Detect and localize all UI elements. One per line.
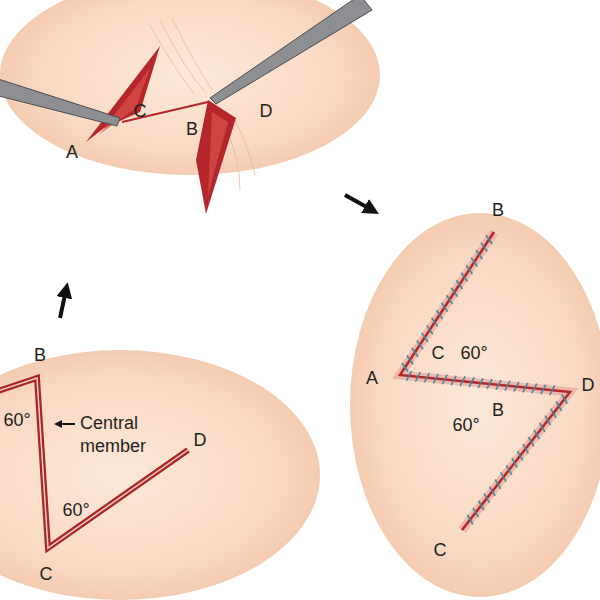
suture bbox=[442, 375, 447, 385]
suture bbox=[424, 373, 429, 383]
suture bbox=[461, 273, 467, 282]
point-label: C bbox=[434, 539, 447, 562]
suture bbox=[481, 243, 487, 252]
point-label: 60° bbox=[3, 409, 30, 432]
flap-wound bbox=[196, 100, 236, 214]
point-label: A bbox=[66, 141, 78, 164]
point-label: 60° bbox=[452, 414, 479, 437]
z-incision bbox=[0, 378, 188, 548]
suture bbox=[528, 437, 533, 446]
point-label: C bbox=[134, 100, 147, 123]
skin-area bbox=[0, 350, 320, 600]
suture bbox=[496, 380, 501, 390]
suture bbox=[523, 444, 528, 453]
suture bbox=[451, 376, 456, 386]
suture bbox=[562, 394, 567, 403]
step-arrow bbox=[60, 290, 66, 318]
point-label: D bbox=[582, 374, 595, 397]
suture bbox=[473, 508, 478, 517]
suture bbox=[550, 385, 555, 395]
point-label: B bbox=[492, 199, 504, 222]
suture bbox=[551, 409, 556, 418]
suture bbox=[512, 458, 517, 467]
suture bbox=[406, 371, 411, 381]
suture bbox=[412, 348, 418, 357]
suture bbox=[541, 385, 546, 395]
point-label: 60° bbox=[62, 499, 89, 522]
suture bbox=[486, 235, 492, 244]
point-label: C bbox=[40, 563, 53, 586]
point-label: D bbox=[260, 100, 273, 123]
skin-area bbox=[350, 213, 600, 597]
suture bbox=[490, 487, 495, 496]
point-label: C bbox=[432, 342, 445, 365]
suture bbox=[422, 333, 428, 342]
forceps bbox=[210, 0, 372, 104]
suture bbox=[466, 265, 472, 274]
leader-arrow bbox=[58, 423, 75, 425]
skin-area bbox=[0, 0, 380, 175]
step-arrow bbox=[345, 195, 372, 210]
suture bbox=[427, 325, 433, 334]
suture bbox=[532, 384, 537, 394]
suture bbox=[501, 472, 506, 481]
suture bbox=[479, 501, 484, 510]
suture bbox=[505, 381, 510, 391]
suture bbox=[441, 303, 447, 312]
suture bbox=[506, 465, 511, 474]
point-label: D bbox=[194, 429, 207, 452]
suture bbox=[476, 250, 482, 259]
point-label: B bbox=[492, 399, 504, 422]
suture bbox=[556, 402, 561, 411]
suture bbox=[417, 340, 423, 349]
suture bbox=[534, 430, 539, 439]
suture bbox=[432, 318, 438, 327]
suture bbox=[484, 494, 489, 503]
point-label: B bbox=[34, 344, 46, 367]
sutured-z bbox=[400, 232, 570, 530]
point-label: A bbox=[366, 367, 378, 390]
forceps bbox=[0, 78, 120, 126]
suture bbox=[456, 280, 462, 289]
suture bbox=[433, 374, 438, 384]
suture bbox=[517, 451, 522, 460]
suture bbox=[471, 258, 477, 267]
suture bbox=[469, 377, 474, 387]
suture bbox=[402, 363, 408, 372]
suture bbox=[415, 372, 420, 382]
suture bbox=[451, 288, 457, 297]
suture bbox=[407, 355, 413, 364]
suture bbox=[523, 383, 528, 393]
suture bbox=[487, 379, 492, 389]
flap-wound bbox=[86, 46, 160, 142]
suture bbox=[545, 416, 550, 425]
point-label: 60° bbox=[460, 342, 487, 365]
suture bbox=[478, 378, 483, 388]
suture bbox=[467, 515, 472, 524]
suture bbox=[446, 295, 452, 304]
suture bbox=[460, 376, 465, 386]
suture bbox=[540, 423, 545, 432]
suture bbox=[495, 479, 500, 488]
annotation: Central member bbox=[80, 412, 176, 457]
suture bbox=[514, 382, 519, 392]
suture bbox=[437, 310, 443, 319]
point-label: B bbox=[186, 118, 198, 141]
